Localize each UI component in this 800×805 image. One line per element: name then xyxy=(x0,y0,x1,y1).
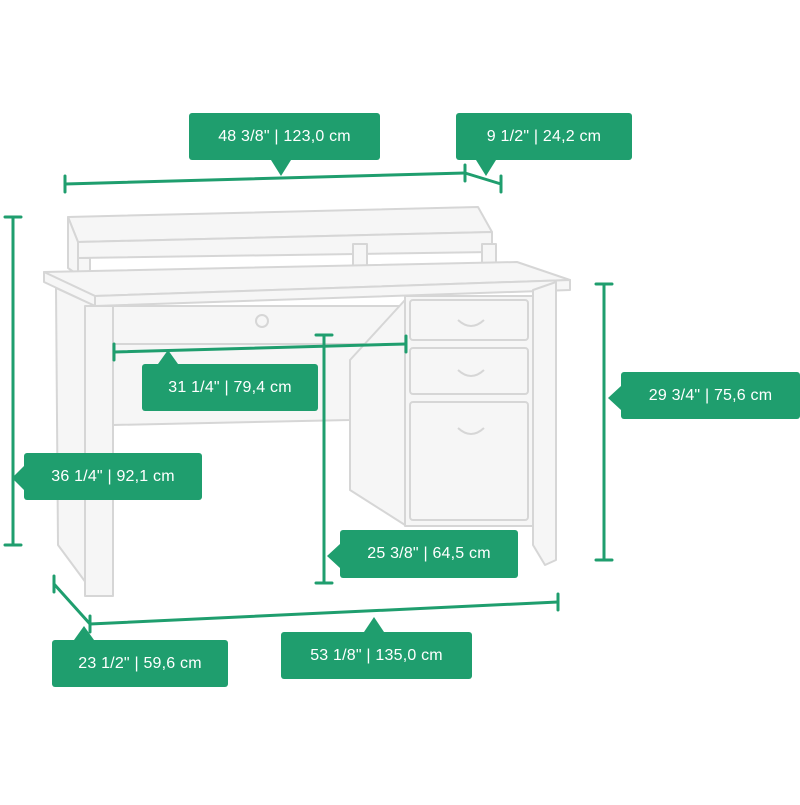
label-pointers xyxy=(12,160,621,640)
desk-width-pointer xyxy=(364,617,384,632)
desk-depth-pointer xyxy=(74,626,94,640)
pedestal-file-drawer xyxy=(409,401,529,521)
knee-height-label: 25 3/8" | 64,5 cm xyxy=(340,530,518,578)
desk-illustration xyxy=(43,206,571,597)
desk-width-line xyxy=(88,600,560,626)
desktop-front-face xyxy=(94,279,571,307)
hutch-depth-line xyxy=(463,171,503,186)
right-leg xyxy=(532,281,557,566)
center-drawer-knob xyxy=(255,314,269,328)
middle-drawer-pull xyxy=(457,369,485,377)
top-drawer-pull xyxy=(457,319,485,327)
hutch-depth-label: 9 1/2" | 24,2 cm xyxy=(456,113,632,160)
hutch-width-pointer xyxy=(271,160,291,176)
drawer-width-line xyxy=(112,342,408,354)
total-height-pointer xyxy=(12,466,24,490)
file-drawer-pull xyxy=(457,427,485,435)
desk-width-label: 53 1/8" | 135,0 cm xyxy=(281,632,472,679)
total-height-label: 36 1/4" | 92,1 cm xyxy=(24,453,202,500)
dimension-lines xyxy=(3,163,614,634)
desk-depth-label: 23 1/2" | 59,6 cm xyxy=(52,640,228,687)
pedestal-middle-drawer xyxy=(409,347,529,395)
left-front-leg xyxy=(84,305,114,597)
drawer-width-label: 31 1/4" | 79,4 cm xyxy=(142,364,318,411)
desk-depth-line xyxy=(52,582,92,626)
hutch-width-line xyxy=(63,171,467,186)
knee-height-pointer xyxy=(327,544,340,568)
drawer-width-pointer xyxy=(158,350,178,364)
hutch-width-label: 48 3/8" | 123,0 cm xyxy=(189,113,380,160)
pedestal-top-drawer xyxy=(409,299,529,341)
desk-height-pointer xyxy=(608,386,621,410)
desk-height-label: 29 3/4" | 75,6 cm xyxy=(621,372,800,419)
hutch-depth-pointer xyxy=(476,160,496,176)
